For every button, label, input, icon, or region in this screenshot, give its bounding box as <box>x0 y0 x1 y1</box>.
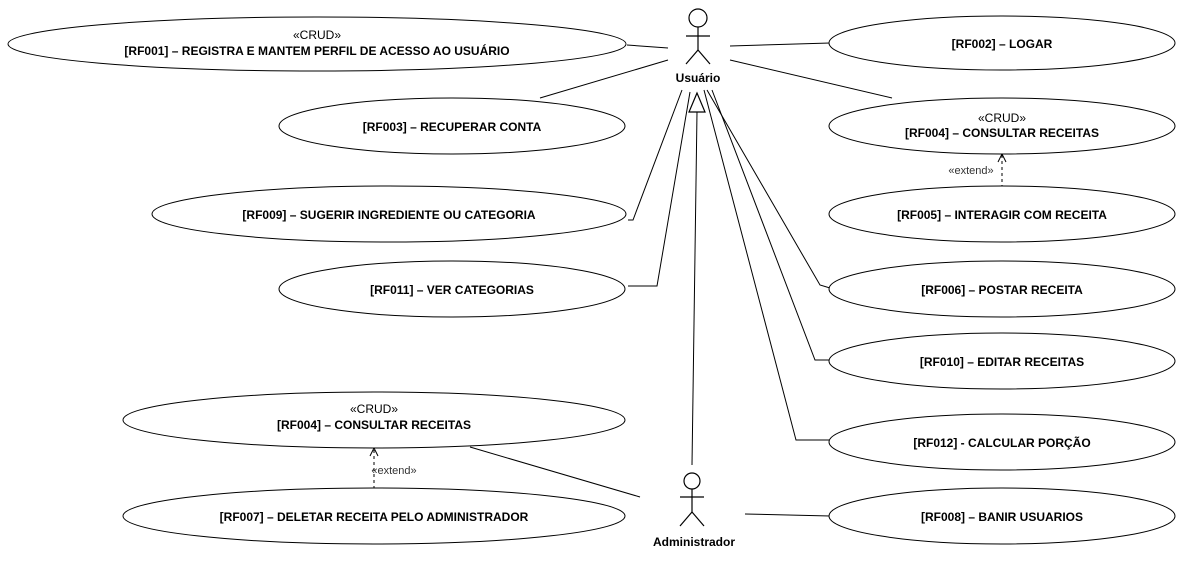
assoc-usuario-rf006 <box>706 89 831 289</box>
usecase-rf004-user-stereotype: «CRUD» <box>978 111 1026 125</box>
usecase-rf002[interactable]: [RF002] – LOGAR <box>828 15 1176 71</box>
actor-usuario-leg-left <box>685 49 699 65</box>
usecase-rf003-label: [RF003] – RECUPERAR CONTA <box>363 120 542 134</box>
usecase-rf008[interactable]: [RF008] – BANIR USUARIOS <box>828 487 1176 545</box>
assoc-usuario-rf010 <box>711 89 830 361</box>
actor-usuario-label: Usuário <box>676 71 721 85</box>
usecase-rf002-label: [RF002] – LOGAR <box>952 37 1053 51</box>
usecase-rf001-stereotype: «CRUD» <box>293 28 341 42</box>
usecase-rf012[interactable]: [RF012] - CALCULAR PORÇÃO <box>828 413 1176 471</box>
assoc-usuario-rf011 <box>628 91 691 287</box>
usecase-rf010-label: [RF010] – EDITAR RECEITAS <box>920 355 1084 369</box>
actor-usuario-leg-right <box>697 49 711 65</box>
usecase-rf005[interactable]: [RF005] – INTERAGIR COM RECEITA <box>828 185 1176 243</box>
usecase-rf006-label: [RF006] – POSTAR RECEITA <box>921 283 1083 297</box>
actor-usuario[interactable]: Usuário <box>676 8 721 85</box>
extend-label-user: «extend» <box>948 165 993 177</box>
actor-administrador-leg-left <box>679 511 693 527</box>
usecase-rf001-label: [RF001] – REGISTRA E MANTEM PERFIL DE AC… <box>124 43 509 58</box>
actor-administrador-leg-right <box>691 511 705 527</box>
usecase-rf007[interactable]: [RF007] – DELETAR RECEITA PELO ADMINISTR… <box>122 487 626 545</box>
usecase-rf004-admin[interactable]: «CRUD» [RF004] – CONSULTAR RECEITAS <box>122 391 626 449</box>
usecase-rf008-label: [RF008] – BANIR USUARIOS <box>921 510 1083 524</box>
assoc-admin-rf008 <box>744 513 831 517</box>
usecase-rf004-admin-label: [RF004] – CONSULTAR RECEITAS <box>277 418 471 432</box>
usecase-rf011-label: [RF011] – VER CATEGORIAS <box>370 283 534 297</box>
usecase-rf009[interactable]: [RF009] – SUGERIR INGREDIENTE OU CATEGOR… <box>151 185 627 243</box>
actor-administrador-head-icon <box>683 472 701 490</box>
usecase-rf004-user-label: [RF004] – CONSULTAR RECEITAS <box>905 126 1099 140</box>
generalization-arrowhead <box>688 91 706 113</box>
usecase-rf003[interactable]: [RF003] – RECUPERAR CONTA <box>278 97 626 155</box>
assoc-usuario-rf001 <box>626 44 669 49</box>
actor-administrador-label: Administrador <box>653 535 735 549</box>
usecase-rf006[interactable]: [RF006] – POSTAR RECEITA <box>828 260 1176 318</box>
actor-usuario-head-icon <box>688 8 708 28</box>
usecase-rf009-label: [RF009] – SUGERIR INGREDIENTE OU CATEGOR… <box>242 208 535 222</box>
usecase-rf007-label: [RF007] – DELETAR RECEITA PELO ADMINISTR… <box>220 510 529 524</box>
extend-label-admin: «extend» <box>371 465 416 477</box>
usecase-rf012-label: [RF012] - CALCULAR PORÇÃO <box>913 435 1090 450</box>
usecase-rf004-admin-stereotype: «CRUD» <box>350 402 398 416</box>
assoc-usuario-rf004 <box>729 59 893 99</box>
assoc-usuario-rf003 <box>539 59 669 99</box>
actor-administrador[interactable]: Administrador <box>653 472 735 549</box>
assoc-usuario-rf002 <box>729 42 831 47</box>
generalization-line <box>691 111 698 466</box>
usecase-rf005-label: [RF005] – INTERAGIR COM RECEITA <box>897 208 1107 222</box>
assoc-usuario-rf009 <box>628 89 683 221</box>
assoc-usuario-rf012 <box>703 89 830 441</box>
usecase-rf011[interactable]: [RF011] – VER CATEGORIAS <box>278 260 626 318</box>
usecase-rf001[interactable]: «CRUD» [RF001] – REGISTRA E MANTEM PERFI… <box>7 16 627 72</box>
usecase-rf010[interactable]: [RF010] – EDITAR RECEITAS <box>828 332 1176 390</box>
assoc-admin-rf004 <box>469 446 641 498</box>
usecase-rf004-user[interactable]: «CRUD» [RF004] – CONSULTAR RECEITAS <box>828 97 1176 155</box>
